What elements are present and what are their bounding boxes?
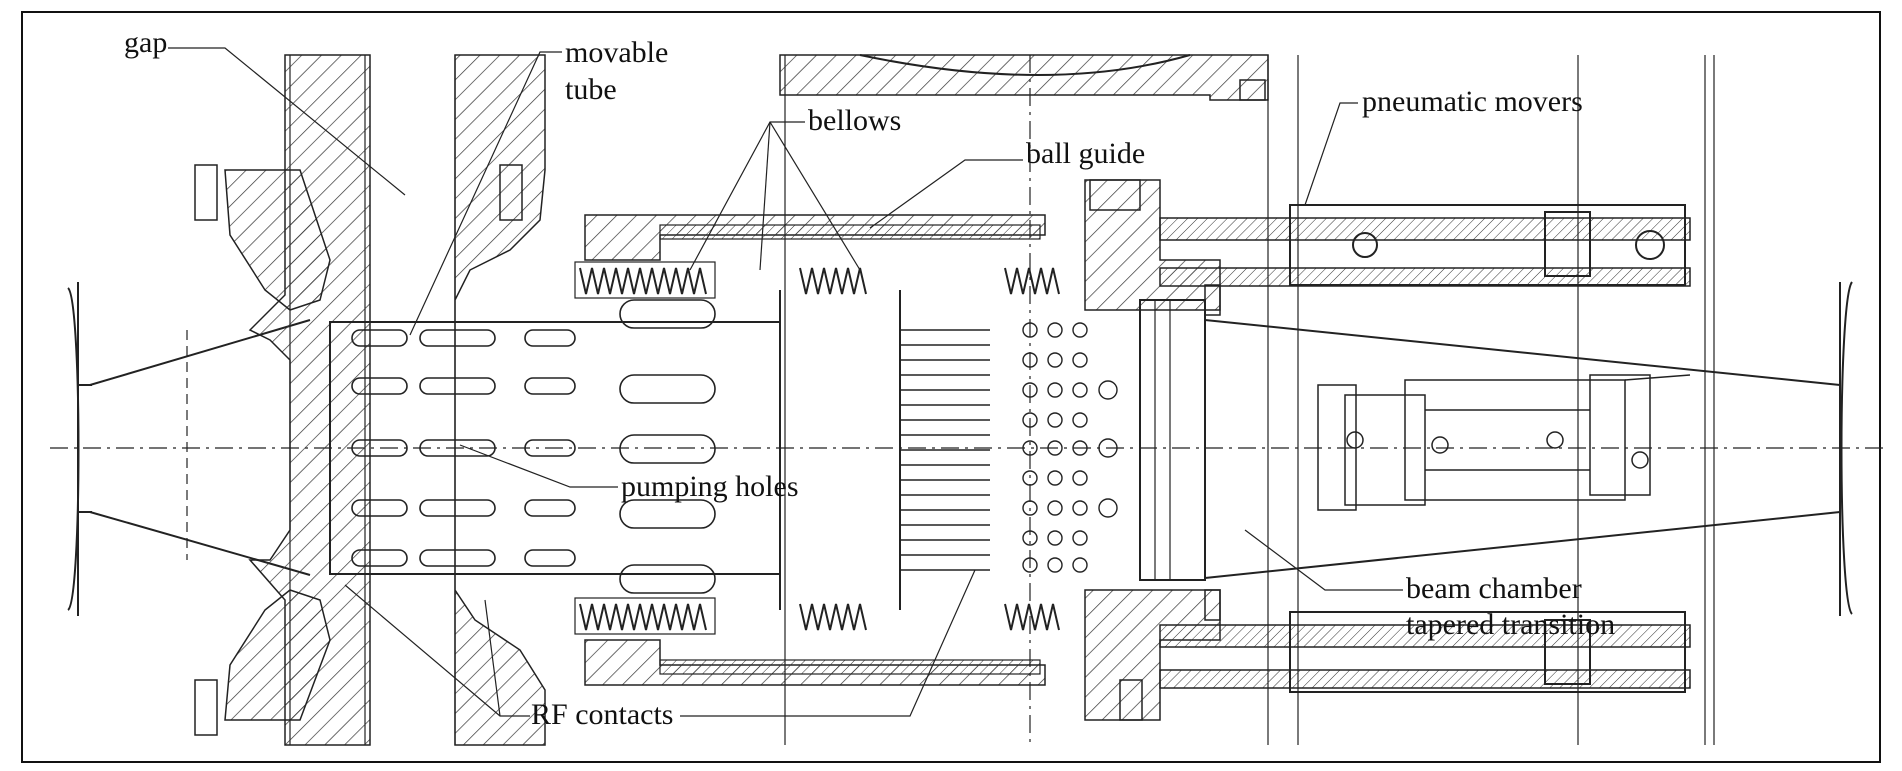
leader-beam-chamber [1244, 529, 1403, 591]
top-chamber-hatching [779, 54, 1269, 101]
leader-rf-contacts-2 [484, 599, 501, 717]
bolts [194, 79, 1266, 736]
label-bellows: bellows [808, 104, 901, 137]
bellows-lower-left [574, 597, 716, 635]
leader-rf-contacts-3 [680, 569, 976, 717]
right-mechanism [1317, 374, 1691, 511]
label-pneumatic-movers: pneumatic movers [1362, 85, 1583, 118]
leader-movable-tube [409, 51, 562, 336]
pumping-holes [351, 299, 716, 594]
pneumatic-mover-lower [1159, 611, 1691, 693]
leader-lines [168, 47, 1403, 717]
leader-pumping-holes [459, 444, 618, 488]
labels: gap movable tube bellows ball guide pneu… [124, 26, 1615, 731]
label-tube: tube [565, 73, 617, 106]
right-end-flange [1204, 281, 1853, 616]
pneumatic-mover-upper [1159, 204, 1691, 287]
drawing-border [21, 11, 1881, 763]
bellows-lower-right [799, 603, 1060, 631]
label-tapered-transition: tapered transition [1406, 608, 1615, 641]
left-wall-section [224, 54, 546, 746]
movable-tube [329, 290, 901, 610]
rf-contact-fingers [900, 329, 990, 571]
leader-bellows-3 [759, 121, 771, 271]
label-pumping-holes: pumping holes [621, 470, 799, 503]
leader-gap [168, 47, 406, 196]
leader-bellows-2 [769, 121, 861, 271]
label-beam-chamber: beam chamber [1406, 572, 1582, 605]
leader-pneumatic-movers [1304, 102, 1358, 206]
leader-ball-guide [869, 159, 1023, 229]
bellows-upper-left [574, 261, 716, 299]
label-ball-guide: ball guide [1026, 137, 1145, 170]
label-rf-contacts: RF contacts [531, 698, 674, 731]
bellows-upper-right [799, 267, 1060, 295]
tapered-transition-body [1139, 299, 1206, 581]
hole-pattern [1022, 322, 1118, 573]
lower-housing [584, 589, 1221, 721]
label-movable: movable [565, 36, 668, 69]
label-gap: gap [124, 26, 167, 59]
leader-bellows-1 [689, 121, 805, 271]
